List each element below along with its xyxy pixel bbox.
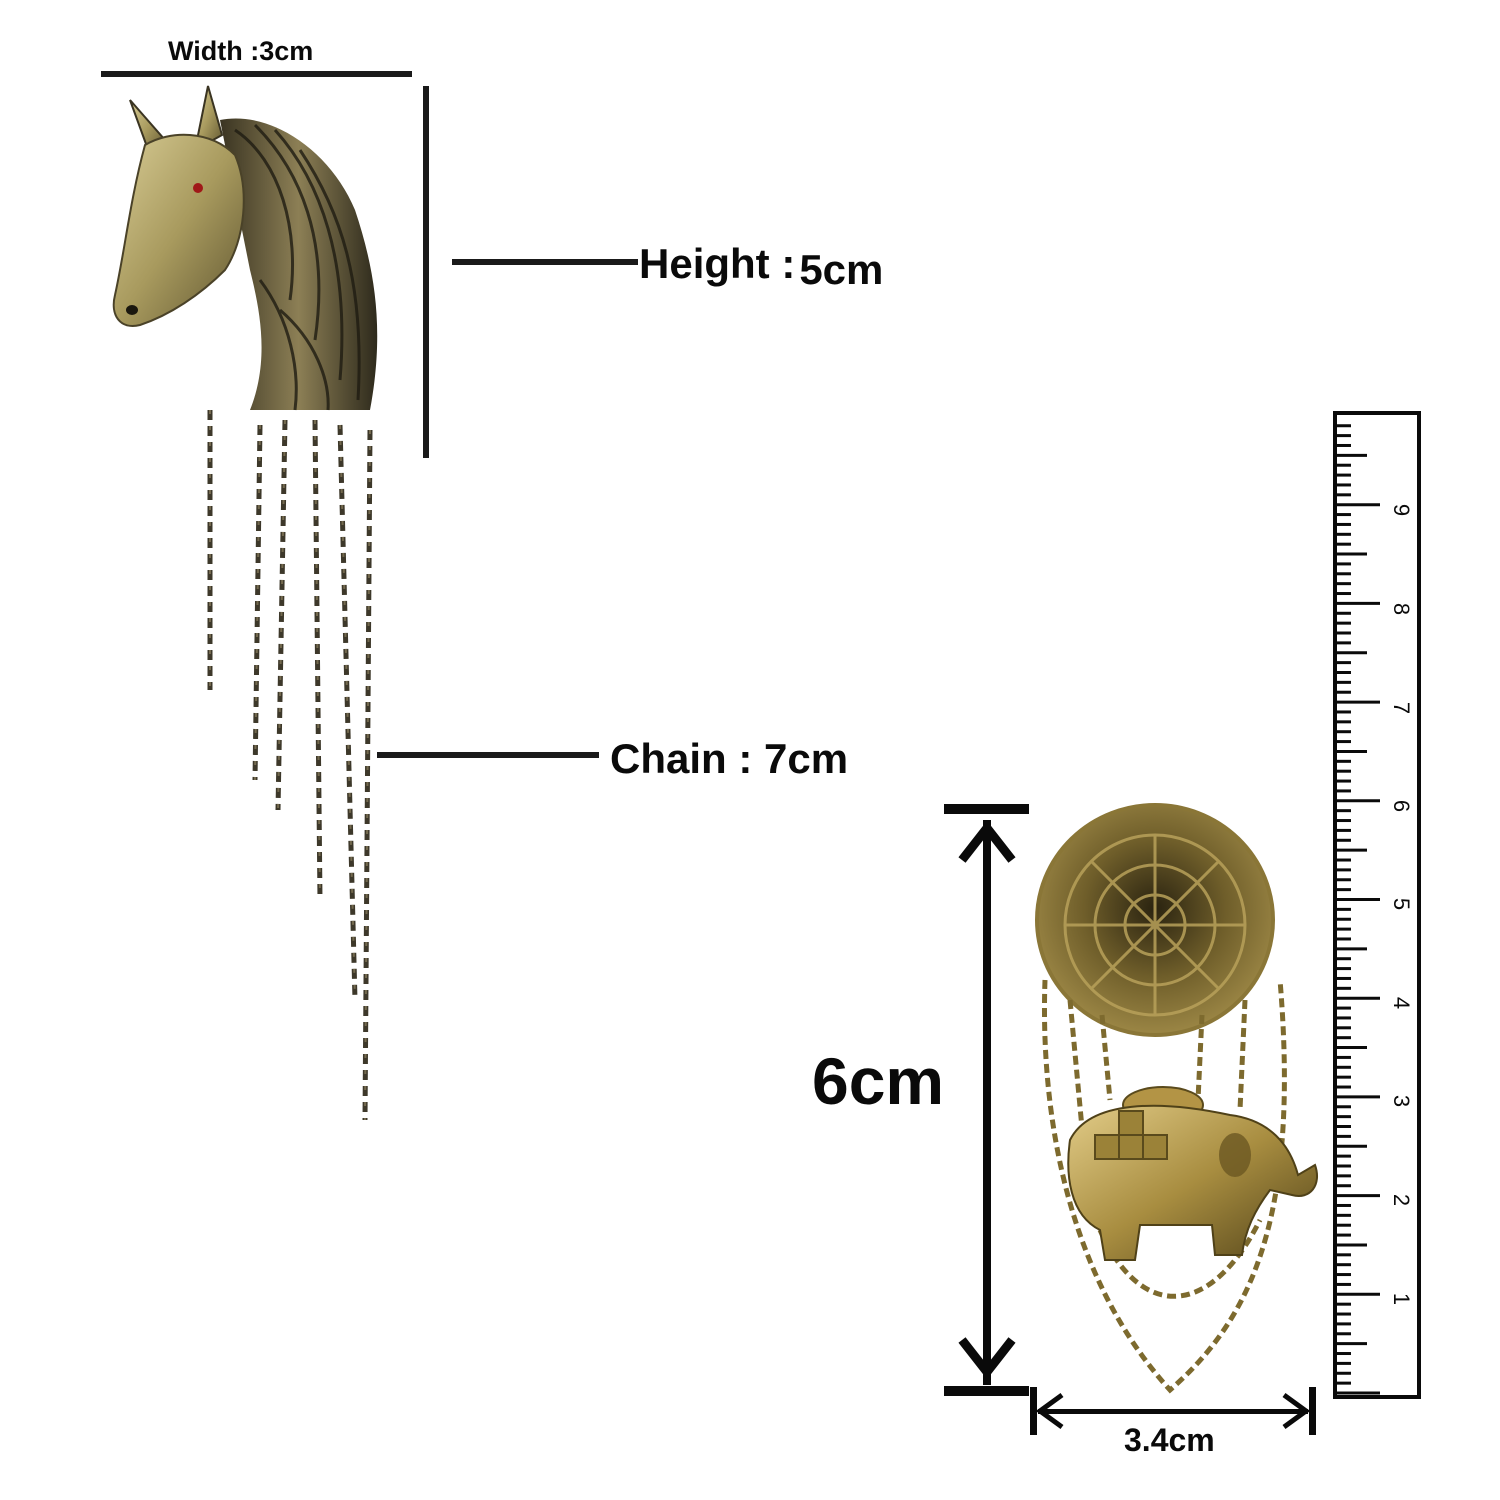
elephant-width-label: 3.4cm: [1124, 1422, 1215, 1458]
ruler-label-6: 6: [1389, 799, 1415, 813]
height-label-value: 5cm: [799, 246, 884, 293]
elephant-height-label: 6cm: [812, 1044, 945, 1118]
horse-eye-gem-icon: [193, 183, 203, 193]
ruler-label-4: 4: [1389, 996, 1415, 1010]
width-dimension-arrow: [1030, 1387, 1316, 1435]
ruler-graphic: [1333, 411, 1421, 1399]
height-label-prefix: Height :: [639, 240, 796, 287]
ruler-label-5: 5: [1389, 897, 1415, 911]
chain-label: Chain : 7cm: [610, 735, 849, 782]
height-leader-line: [452, 259, 638, 265]
horse-chains-image: [207, 410, 373, 1121]
elephant-brooch-image: [1035, 803, 1318, 1394]
width-label: Width :3cm: [168, 36, 314, 66]
ruler-label-1: 1: [1389, 1292, 1415, 1306]
height-dimension-arrow: [944, 804, 1029, 1396]
height-dimension-line: [423, 86, 429, 458]
ruler-label-7: 7: [1389, 701, 1415, 715]
horse-head-image: [112, 85, 378, 411]
width-dimension-line: [101, 71, 412, 77]
ruler-label-3: 3: [1389, 1094, 1415, 1108]
height-label: Height :5cm: [639, 240, 883, 291]
chain-leader-line: [377, 752, 599, 758]
ruler-label-9: 9: [1389, 503, 1415, 517]
ruler-label-8: 8: [1389, 602, 1415, 616]
ruler-label-2: 2: [1389, 1193, 1415, 1207]
